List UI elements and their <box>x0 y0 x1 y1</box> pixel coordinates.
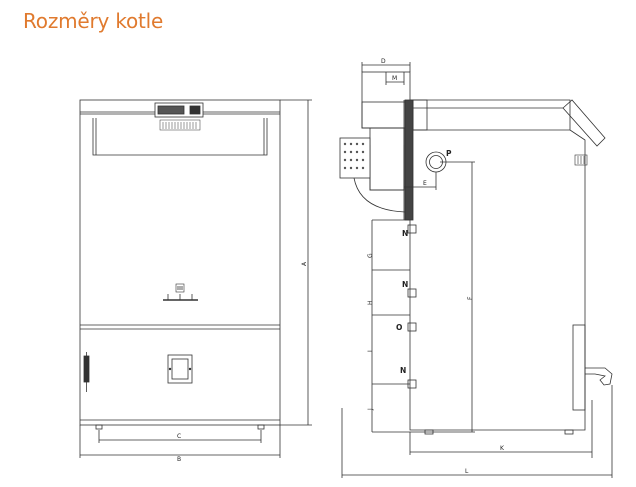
side-view <box>339 62 613 478</box>
front-view <box>79 99 312 458</box>
dim-label-j: J <box>367 408 374 411</box>
dim-label-a: A <box>301 261 308 266</box>
dim-label-b: B <box>177 456 181 463</box>
air-regulator-icon <box>163 283 198 301</box>
boiler-body-side <box>409 99 586 431</box>
heat-exchanger <box>404 99 414 221</box>
dim-label-m: M <box>392 75 397 82</box>
fan-holes-icon <box>343 142 365 170</box>
dim-label-l: L <box>465 468 469 475</box>
lever-icon <box>585 367 613 386</box>
connection-label-n-middle: N <box>402 280 408 289</box>
top-cover <box>562 99 606 147</box>
page-title: Rozměry kotle <box>23 9 164 33</box>
dim-label-d: D <box>381 58 386 65</box>
control-panel-icon <box>154 102 204 118</box>
connection-label-p: P <box>446 149 452 158</box>
door-handle-icon <box>83 352 90 392</box>
dim-label-h: H <box>367 300 374 305</box>
connection-label-n-upper: N <box>402 229 408 238</box>
boiler-body-front <box>79 99 281 426</box>
side-grille-icon <box>574 154 588 166</box>
upper-door <box>92 118 268 156</box>
dim-label-c: C <box>177 433 181 440</box>
fan-blower <box>369 145 405 191</box>
dim-label-k: K <box>500 445 505 452</box>
connection-label-o: O <box>396 323 402 332</box>
connection-label-n-lower: N <box>400 366 406 375</box>
inspection-window-icon <box>167 354 193 384</box>
dim-label-f: F <box>467 296 474 300</box>
dim-label-e: E <box>423 180 427 187</box>
fan-cable <box>353 177 406 213</box>
dim-label-g: G <box>367 253 374 258</box>
grille-icon <box>162 122 197 129</box>
dim-label-i: I <box>367 350 374 352</box>
